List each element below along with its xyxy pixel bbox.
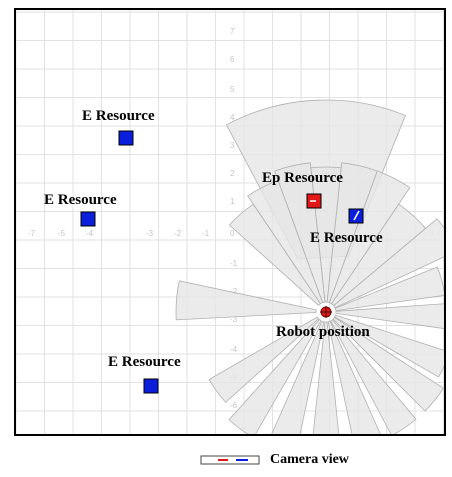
labels: E Resource E Resource Ep Resource E Resourc… (44, 108, 383, 370)
camera-view-wedge (271, 320, 325, 434)
camera-view-swatch (200, 455, 260, 465)
resources (80, 130, 364, 394)
camera-view-wedge (208, 316, 320, 403)
y-tick-label: 2 (230, 169, 235, 178)
y-tick-label: -1 (230, 259, 238, 268)
y-tick-label: 5 (230, 85, 235, 94)
map-frame: -7-5-4-3-2-1077654321-1-2-3-4-5-6 E Reso… (14, 8, 446, 436)
camera-views (175, 99, 444, 434)
x-tick-label: -3 (146, 229, 154, 238)
legend: Camera view (200, 451, 349, 469)
camera-view-wedge (328, 170, 411, 305)
camera-view-wedge (175, 280, 317, 321)
x-tick-label: -5 (58, 229, 66, 238)
e-resource-label-1: E Resource (82, 108, 155, 124)
camera-view-wedge (228, 203, 321, 306)
camera-view-wedge (228, 318, 322, 434)
legend-label: Camera view (270, 452, 349, 467)
camera-view-wedge (332, 316, 444, 412)
x-tick-label: -1 (202, 229, 210, 238)
y-tick-label: -6 (230, 401, 238, 410)
ep-resource-label: Ep Resource (262, 170, 343, 186)
camera-view-wedge (312, 321, 340, 434)
camera-view-wedge (330, 319, 417, 434)
e-resource-label-4: E Resource (108, 354, 181, 370)
x-tick-label: -2 (174, 229, 182, 238)
camera-view-wedge (334, 266, 444, 312)
y-tick-label: 4 (230, 113, 235, 122)
y-tick-label: -2 (230, 287, 238, 296)
camera-view-wedge (327, 320, 381, 434)
x-tick-label: -7 (28, 229, 36, 238)
y-tick-label: -3 (230, 315, 238, 324)
camera-view-wedge (334, 314, 444, 378)
robot (320, 306, 332, 318)
y-tick-label: 1 (230, 197, 235, 206)
y-tick-label: -4 (230, 345, 238, 354)
e-resource-label-2: E Resource (44, 192, 117, 208)
e-resource-mark (353, 210, 360, 221)
e-resource-marker-4 (143, 378, 159, 394)
x-tick-label: -4 (86, 229, 94, 238)
map-canvas: -7-5-4-3-2-1077654321-1-2-3-4-5-6 E Reso… (16, 10, 444, 434)
y-tick-label: 7 (230, 27, 235, 36)
x-tick-label: 0 (230, 229, 235, 238)
camera-view-wedge (335, 303, 444, 329)
y-tick-label: 3 (230, 141, 235, 150)
camera-view-wedge (333, 218, 444, 309)
e-resource-label-3: E Resource (310, 230, 383, 246)
robot-position-label: Robot position (276, 324, 370, 340)
e-resource-marker-2 (80, 211, 96, 227)
y-tick-label: 6 (230, 55, 235, 64)
e-resource-marker-1 (118, 130, 134, 146)
